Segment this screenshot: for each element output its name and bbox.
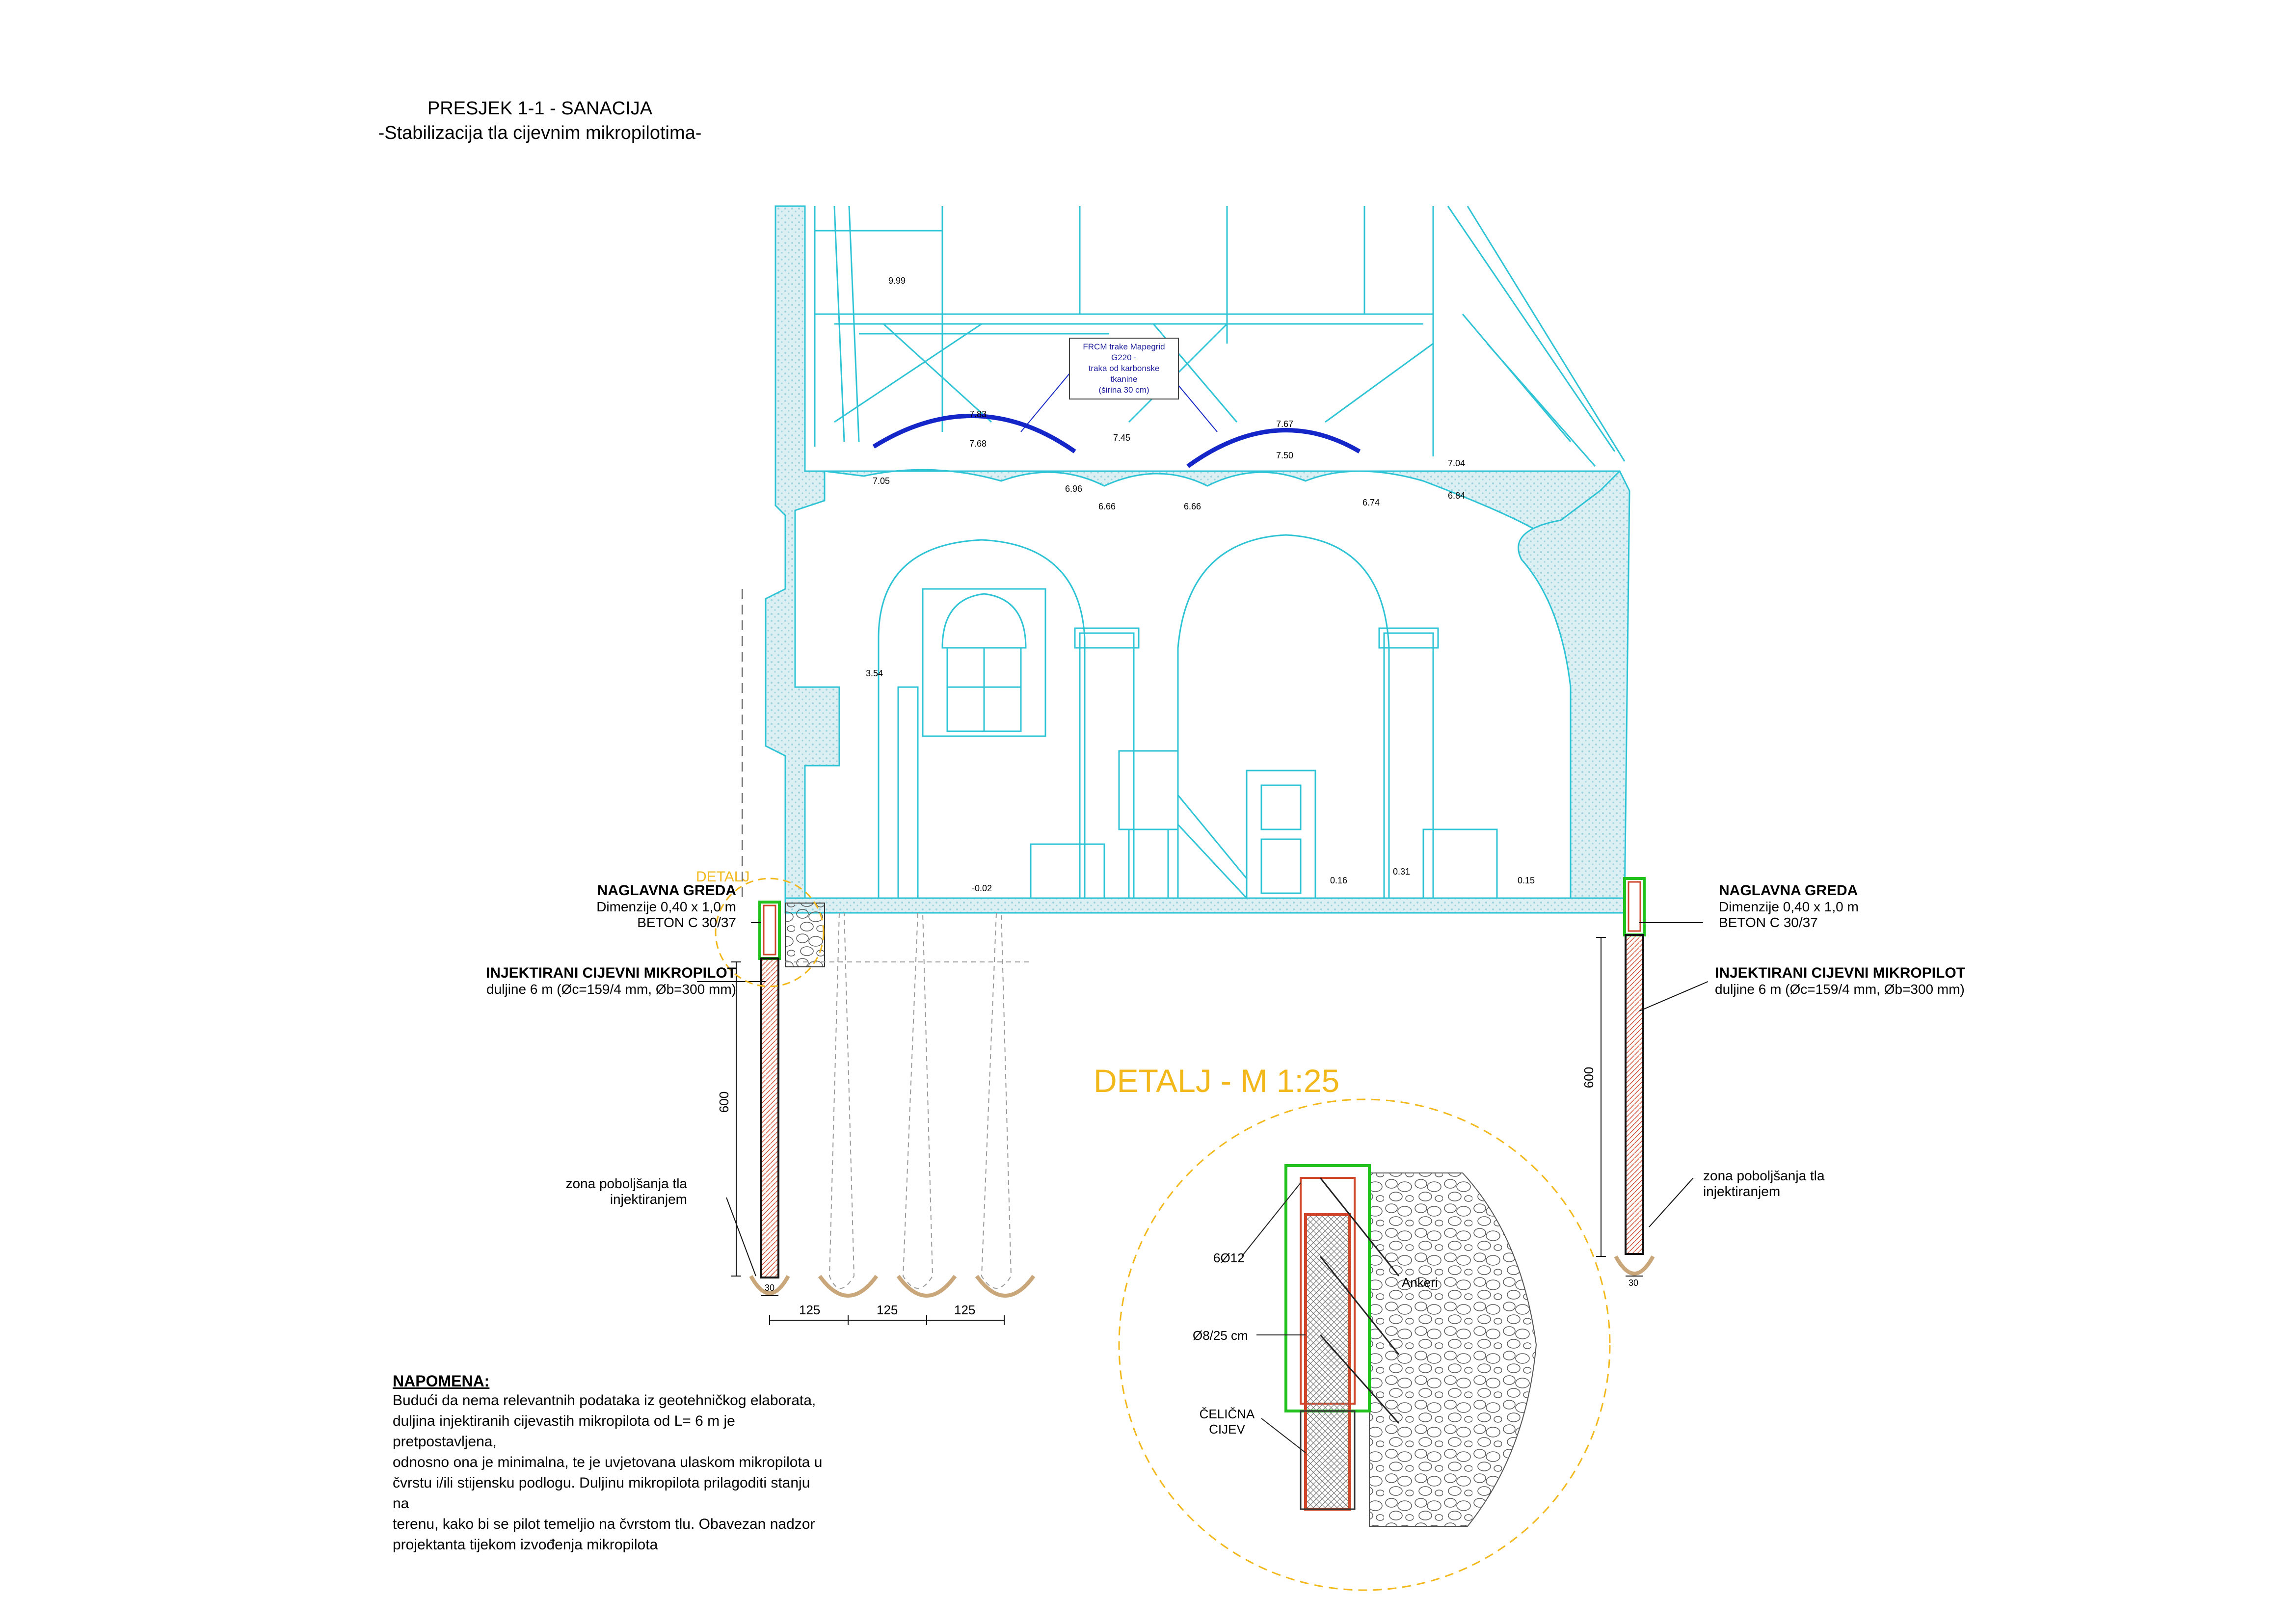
elevation-mark: 7.50 <box>1276 451 1294 460</box>
left-zona-line1: zona poboljšanja tla <box>565 1176 687 1191</box>
frcm-strips <box>872 414 1361 468</box>
elevation-mark: 9.99 <box>888 276 906 286</box>
right-greda-title: NAGLAVNA GREDA <box>1719 882 1858 899</box>
elevation-mark: 3.54 <box>866 668 883 678</box>
masonry <box>765 205 1630 914</box>
detail-pipe-line2: CIJEV <box>1209 1422 1245 1437</box>
right-greda-dim: Dimenzije 0,40 x 1,0 m <box>1719 899 1859 914</box>
grout-bulbs <box>818 1275 1036 1298</box>
detail-drawing <box>1118 1098 1611 1591</box>
interior-elements <box>878 534 1498 900</box>
title-line1: PRESJEK 1-1 - SANACIJA <box>427 98 653 119</box>
right-zona-annotation: zona poboljšanja tla injektiranjem <box>1703 1168 1825 1199</box>
detail-stirrup-label: Ø8/25 cm <box>1193 1328 1248 1343</box>
elevation-mark: -0.02 <box>972 883 992 893</box>
note-line: odnosno ona je minimalna, te je uvjetova… <box>393 1454 823 1470</box>
left-greda-title: NAGLAVNA GREDA <box>597 882 736 899</box>
spacing-dim: 125 <box>799 1303 821 1317</box>
left-pile-annotation: INJEKTIRANI CIJEVNI MIKROPILOT duljine 6… <box>393 965 736 997</box>
frcm-line1: FRCM trake Mapegrid G220 - <box>1083 342 1165 362</box>
frcm-line2: traka od karbonske tkanine <box>1088 364 1160 384</box>
elevation-mark: 0.31 <box>1393 867 1411 877</box>
elevation-mark: 6.96 <box>1065 484 1083 494</box>
frcm-line3: (širina 30 cm) <box>1098 385 1149 395</box>
right-pilot-desc: duljine 6 m (Øc=159/4 mm, Øb=300 mm) <box>1715 982 1965 997</box>
detail-heading: DETALJ - M 1:25 <box>1094 1063 1340 1099</box>
left-greda-dim: Dimenzije 0,40 x 1,0 m <box>596 899 736 914</box>
left-dim-600: 600 <box>717 1091 732 1113</box>
elevation-mark: 6.66 <box>1184 502 1201 511</box>
title-line2: -Stabilizacija tla cijevnim mikropilotim… <box>378 123 702 143</box>
right-zona-line1: zona poboljšanja tla <box>1703 1168 1825 1183</box>
right-dim-600: 600 <box>1581 1066 1597 1089</box>
detail-marker <box>715 878 825 987</box>
detail-pipe-label: ČELIČNA CIJEV <box>1198 1407 1256 1437</box>
note-line: čvrstu i/ili stijensku podlogu. Duljinu … <box>393 1475 810 1512</box>
left-dim-30: 30 <box>765 1283 775 1293</box>
spacing-dim: 125 <box>877 1303 898 1317</box>
right-pile <box>1614 877 1655 1276</box>
frcm-callout: FRCM trake Mapegrid G220 - traka od karb… <box>1069 338 1179 399</box>
elevation-mark: 7.04 <box>1448 458 1466 468</box>
left-zona-line2: injektiranjem <box>610 1192 687 1207</box>
elevation-mark: 7.68 <box>969 439 987 449</box>
note-heading: NAPOMENA: <box>393 1372 490 1390</box>
right-pilot-title: INJEKTIRANI CIJEVNI MIKROPILOT <box>1715 965 1966 981</box>
detail-anchors-label: Ankeri <box>1402 1275 1438 1290</box>
left-pilot-desc: duljine 6 m (Øc=159/4 mm, Øb=300 mm) <box>486 982 736 997</box>
left-zona-annotation: zona poboljšanja tla injektiranjem <box>491 1176 687 1207</box>
note-line: Budući da nema relevantnih podataka iz g… <box>393 1392 816 1409</box>
right-beam-annotation: NAGLAVNA GREDA Dimenzije 0,40 x 1,0 m BE… <box>1719 882 1859 931</box>
dashed-piles <box>785 912 1031 1289</box>
elevation-mark: 0.16 <box>1330 876 1348 885</box>
elevation-mark: 0.15 <box>1518 876 1535 885</box>
note-block: NAPOMENA: Budući da nema relevantnih pod… <box>393 1372 825 1555</box>
detail-rebar-label: 6Ø12 <box>1213 1251 1245 1265</box>
elevation-mark: 6.84 <box>1448 491 1466 501</box>
elevation-mark: 7.05 <box>873 476 890 486</box>
drawing-title: PRESJEK 1-1 - SANACIJA -Stabilizacija tl… <box>319 96 761 145</box>
note-line: projektanta tijekom izvođenja mikropilot… <box>393 1537 658 1553</box>
left-pile <box>749 901 790 1295</box>
left-greda-beton: BETON C 30/37 <box>637 915 736 930</box>
detail-pipe-line1: ČELIČNA <box>1199 1407 1255 1421</box>
detail-tag: DETALJ <box>696 869 750 885</box>
leader-lines <box>697 922 1709 1277</box>
right-dim-30: 30 <box>1629 1278 1639 1288</box>
elevation-mark: 6.74 <box>1362 498 1380 507</box>
left-beam-annotation: NAGLAVNA GREDA Dimenzije 0,40 x 1,0 m BE… <box>491 882 736 931</box>
note-text: Budući da nema relevantnih podataka iz g… <box>393 1390 825 1555</box>
note-line: duljina injektiranih cijevastih mikropil… <box>393 1413 735 1450</box>
elevation-mark: 7.45 <box>1113 433 1131 443</box>
elevation-mark: 7.83 <box>969 409 987 419</box>
note-line: terenu, kako bi se pilot temeljio na čvr… <box>393 1516 815 1532</box>
right-greda-beton: BETON C 30/37 <box>1719 915 1818 930</box>
right-zona-line2: injektiranjem <box>1703 1184 1781 1199</box>
left-pilot-title: INJEKTIRANI CIJEVNI MIKROPILOT <box>485 965 736 981</box>
existing-footing <box>785 903 825 967</box>
elevation-mark: 6.66 <box>1098 502 1116 511</box>
elevation-mark: 7.67 <box>1276 419 1294 429</box>
spacing-dim: 125 <box>954 1303 976 1317</box>
right-pile-annotation: INJEKTIRANI CIJEVNI MIKROPILOT duljine 6… <box>1715 965 1965 997</box>
